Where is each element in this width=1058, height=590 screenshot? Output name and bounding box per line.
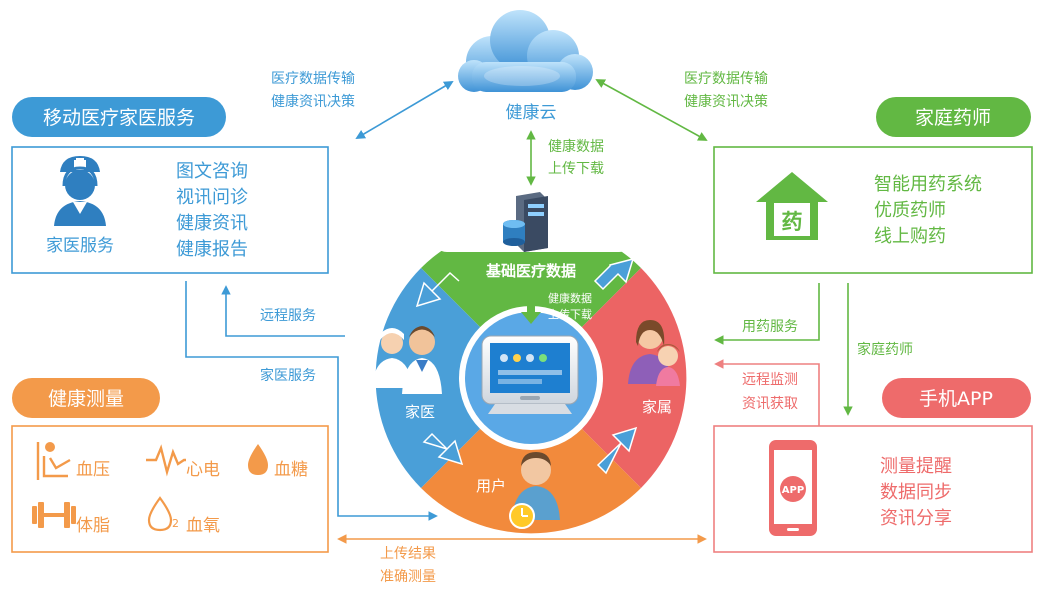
panel-measure-box: [11, 425, 329, 553]
oxygen-subscript: 2: [172, 517, 179, 530]
center-wheel: 健康数据 上传下载 基础医疗数据 家医 家属 用户: [372, 184, 687, 534]
link-top-right-line2: 健康资讯决策: [684, 93, 768, 110]
health-cloud: 健康云: [458, 10, 593, 123]
link-remote-monitor-line2: 资讯获取: [742, 396, 798, 412]
link-bottom-line2: 准确测量: [380, 569, 436, 585]
nurse-icon: [54, 156, 106, 226]
remote-monitor-connector: [714, 359, 820, 426]
mobile-item-3: 健康报告: [176, 239, 248, 260]
dumbbell-icon: [32, 502, 76, 528]
wheel-label-bottom: 用户: [476, 477, 506, 495]
link-top-left-line1: 医疗数据传输: [271, 71, 355, 87]
measure-ecg: 心电: [186, 460, 220, 480]
link-cloud-down-line1: 健康数据: [548, 138, 604, 155]
panel-app-box: [713, 425, 1033, 553]
cloud-label: 健康云: [506, 103, 557, 123]
center-double-arrow: [521, 282, 541, 324]
medication-service-connector: [714, 283, 820, 345]
clock-icon: [509, 503, 535, 529]
server-icon: [503, 192, 548, 252]
panel-mobile-medical: 移动医疗家医服务 家医服务 图文咨询 视讯问诊 健康资讯 健康报告: [11, 97, 329, 274]
panel-family-pharmacist: 家庭药师 药 智能用药系统 优质药师 线上购药: [713, 97, 1033, 274]
panel-app-title-pill: [882, 378, 1031, 418]
panel-health-measure: 健康测量 血压 心电 血糖 体脂: [11, 378, 329, 553]
panel-mobile-app: 手机APP APP 测量提醒 数据同步 资讯分享: [713, 378, 1033, 553]
panel-pharmacist-title: 家庭药师: [915, 107, 991, 129]
link-remote-service: 远程服务: [260, 308, 316, 324]
app-item-0: 测量提醒: [880, 456, 952, 477]
link-top-left-line2: 健康资讯决策: [271, 93, 355, 110]
oxygen-drop-icon: [147, 496, 173, 532]
wheel-arrow-bottom-right: [596, 426, 638, 475]
blood-pressure-icon: [36, 442, 71, 480]
remote-service-connector: [221, 285, 345, 337]
cloud-icon: [458, 10, 593, 92]
panel-pharmacist-box: [713, 146, 1033, 274]
link-doctor-service: 家医服务: [260, 367, 316, 384]
panel-mobile-title-pill: [12, 97, 226, 137]
pharmacy-icon-char: 药: [782, 210, 803, 234]
cloud-pharmacist-link: [595, 79, 708, 141]
measure-body-fat: 体脂: [76, 516, 110, 536]
blood-drop-icon: [248, 444, 268, 475]
panel-app-title: 手机APP: [919, 388, 993, 410]
measure-blood-pressure: 血压: [76, 460, 110, 480]
wheel-label-top: 基础医疗数据: [485, 262, 576, 280]
link-top-right-line1: 医疗数据传输: [684, 71, 768, 87]
app-item-2: 资讯分享: [880, 508, 952, 529]
phone-icon: [769, 440, 817, 536]
panel-mobile-subtitle: 家医服务: [46, 236, 114, 256]
wheel-segment-left: [375, 268, 531, 488]
phone-app-label: APP: [782, 485, 804, 496]
pharmacist-item-2: 线上购药: [874, 226, 946, 247]
doctors-icon: [372, 326, 442, 394]
pharmacy-house-icon: [756, 172, 828, 240]
app-item-1: 数据同步: [880, 482, 952, 503]
wheel-arrow-bottom-left: [422, 432, 464, 466]
mobile-item-2: 健康资讯: [176, 213, 248, 234]
link-medication-service: 用药服务: [742, 319, 798, 335]
link-cloud-down-line2: 上传下载: [548, 161, 604, 177]
mobile-item-1: 视讯问诊: [176, 187, 248, 208]
wheel-label-left: 家医: [405, 403, 435, 421]
panel-pharmacist-title-pill: [876, 97, 1031, 137]
measure-blood-oxygen: 血氧: [186, 516, 220, 536]
link-bottom-line1: 上传结果: [380, 546, 436, 562]
wheel-arrow-top-right: [593, 257, 635, 291]
wheel-arrow-top-left: [415, 271, 460, 308]
mobile-item-0: 图文咨询: [176, 161, 248, 182]
pharmacist-item-0: 智能用药系统: [874, 174, 982, 195]
link-remote-monitor-line1: 远程监测: [742, 372, 798, 388]
ecg-icon: [146, 444, 186, 477]
panel-mobile-title: 移动医疗家医服务: [43, 107, 195, 129]
panel-measure-title: 健康测量: [48, 388, 124, 410]
tablet-device-icon: [481, 335, 579, 414]
family-icon: [628, 320, 680, 386]
pharmacist-item-1: 优质药师: [874, 200, 946, 221]
panel-measure-title-pill: [12, 378, 160, 418]
center-link-line1: 健康数据: [548, 291, 592, 305]
wheel-label-right: 家属: [642, 398, 672, 416]
link-family-pharmacist: 家庭药师: [857, 341, 913, 358]
doctor-service-connector: [185, 281, 438, 521]
measure-blood-sugar: 血糖: [274, 460, 308, 480]
center-link-line2: 上传下载: [548, 308, 592, 321]
cloud-mobile-link: [355, 81, 454, 139]
